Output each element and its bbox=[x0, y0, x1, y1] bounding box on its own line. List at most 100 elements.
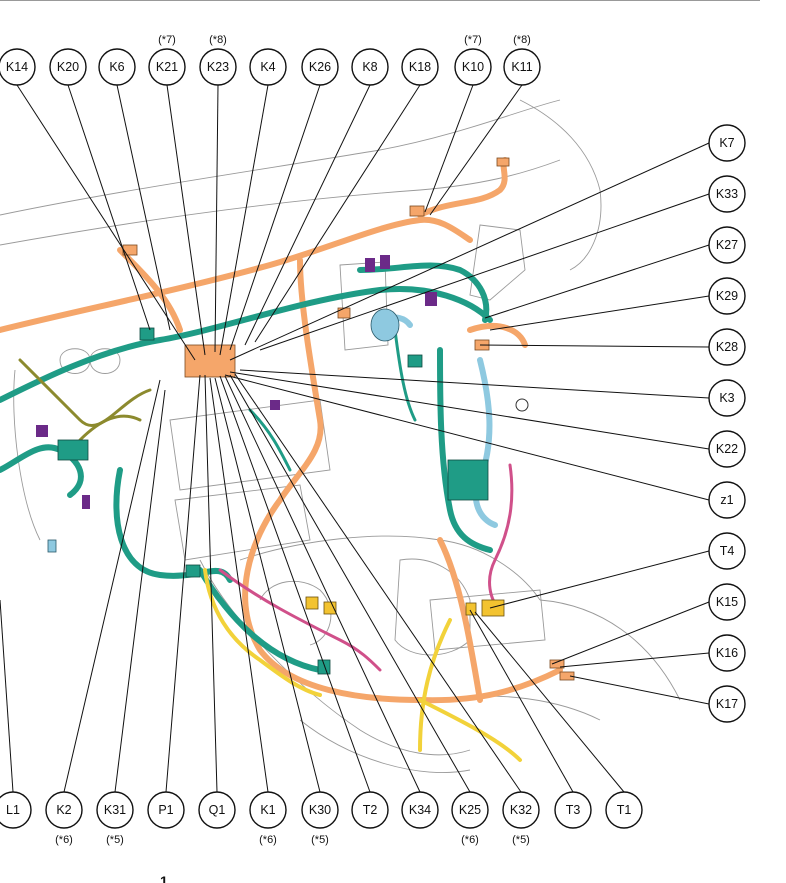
callout-label: K4 bbox=[260, 60, 275, 74]
callout-circle bbox=[148, 48, 186, 86]
callout-label: K7 bbox=[719, 136, 734, 150]
callout-k17: K17 bbox=[708, 685, 746, 723]
leader-line-k23 bbox=[214, 84, 219, 353]
leader-line-k21 bbox=[166, 84, 206, 356]
leader-line-k8 bbox=[244, 84, 371, 346]
callout-circle bbox=[708, 583, 746, 621]
callout-label: K23 bbox=[207, 60, 229, 74]
leader-line-k25 bbox=[229, 374, 471, 793]
callout-label: K32 bbox=[510, 803, 532, 817]
callout-label: K2 bbox=[56, 803, 71, 817]
leader-line-k26 bbox=[229, 84, 321, 351]
callout-k7: K7 bbox=[708, 124, 746, 162]
callout-label: z1 bbox=[720, 493, 733, 507]
callout-circle bbox=[708, 226, 746, 264]
leader-line-k27 bbox=[484, 244, 710, 319]
callout-label: K18 bbox=[409, 60, 431, 74]
leader-line-k17 bbox=[569, 675, 710, 705]
callout-label: K33 bbox=[716, 187, 738, 201]
harness-orange bbox=[0, 157, 563, 704]
callout-label: K31 bbox=[104, 803, 126, 817]
callout-k23: K23 (*8) bbox=[199, 34, 237, 86]
callout-k30: K30(*5) bbox=[301, 791, 339, 846]
callout-k10: K10(*7) bbox=[454, 34, 492, 86]
callout-label: K27 bbox=[716, 238, 738, 252]
leader-line-k4 bbox=[219, 84, 269, 356]
callout-note: (*5) bbox=[106, 834, 124, 846]
callout-label: T1 bbox=[617, 803, 632, 817]
harness-magenta bbox=[218, 463, 514, 672]
callout-circle bbox=[708, 379, 746, 417]
callout-circle bbox=[502, 791, 540, 829]
leader-line-k2 bbox=[63, 379, 161, 793]
callout-k4: K4 bbox=[249, 48, 287, 86]
callout-k21: K21(*7) bbox=[148, 34, 186, 86]
callout-circle bbox=[351, 791, 389, 829]
callout-circle bbox=[98, 48, 136, 86]
callout-k25: K25(*6) bbox=[451, 791, 489, 846]
callout-k14: K14 bbox=[0, 48, 36, 86]
callout-note: (*5) bbox=[311, 834, 329, 846]
leader-line-k29 bbox=[489, 295, 710, 331]
callout-k31: K31 (*5) bbox=[96, 791, 134, 846]
callout-k16: K16 bbox=[708, 634, 746, 672]
leader-line-z1 bbox=[224, 374, 710, 501]
callout-label: K20 bbox=[57, 60, 79, 74]
callout-t4: T4 bbox=[708, 532, 746, 570]
callout-label: K6 bbox=[109, 60, 124, 74]
callout-label: K10 bbox=[462, 60, 484, 74]
harness-olive bbox=[18, 358, 152, 442]
harness-yellow bbox=[203, 568, 522, 762]
callout-k26: K26 bbox=[301, 48, 339, 86]
leader-line-k28 bbox=[479, 344, 710, 348]
callout-circle bbox=[605, 791, 643, 829]
callout-k27: K27 bbox=[708, 226, 746, 264]
callout-note: (*6) bbox=[55, 834, 73, 846]
leader-line-k1 bbox=[209, 377, 269, 793]
leader-line-t1 bbox=[474, 611, 625, 793]
callout-circle bbox=[249, 791, 287, 829]
leader-line-k15 bbox=[551, 601, 710, 665]
callout-circle bbox=[708, 532, 746, 570]
callout-label: K3 bbox=[719, 391, 734, 405]
callout-label: T2 bbox=[363, 803, 378, 817]
callout-t3: T3 bbox=[554, 791, 592, 829]
leader-line-t3 bbox=[469, 609, 574, 793]
callout-q1: Q1 bbox=[198, 791, 236, 829]
callout-circle bbox=[301, 791, 339, 829]
callout-circle bbox=[708, 685, 746, 723]
callout-note: (*8) bbox=[209, 34, 227, 46]
leader-line-k30 bbox=[214, 377, 321, 793]
callout-k29: K29 bbox=[708, 277, 746, 315]
callout-circle bbox=[249, 48, 287, 86]
leader-line-k10 bbox=[424, 84, 474, 213]
callout-k3: K3 bbox=[708, 379, 746, 417]
callout-label: K22 bbox=[716, 442, 738, 456]
callout-label: P1 bbox=[158, 803, 173, 817]
callout-label: K15 bbox=[716, 595, 738, 609]
callout-circle bbox=[198, 791, 236, 829]
callout-circle bbox=[49, 48, 87, 86]
callout-circle bbox=[503, 48, 541, 86]
callout-k28: K28 bbox=[708, 328, 746, 366]
callout-circle bbox=[401, 48, 439, 86]
callout-label: K25 bbox=[459, 803, 481, 817]
callout-circle bbox=[0, 791, 32, 829]
callout-label: K28 bbox=[716, 340, 738, 354]
callout-leader-lines bbox=[0, 84, 710, 793]
callout-note: (*5) bbox=[512, 834, 530, 846]
callout-circle bbox=[0, 48, 36, 86]
callout-t2: T2 bbox=[351, 791, 389, 829]
callout-circle bbox=[45, 791, 83, 829]
leader-line-k11 bbox=[429, 84, 523, 216]
leader-line-t4 bbox=[489, 550, 710, 609]
callout-label: K29 bbox=[716, 289, 738, 303]
leader-line-k20 bbox=[67, 84, 151, 331]
callout-label: K21 bbox=[156, 60, 178, 74]
page-marker: 1 bbox=[160, 873, 168, 883]
leader-line-k14 bbox=[16, 84, 196, 361]
leader-line-k16 bbox=[559, 652, 710, 668]
callout-label: K1 bbox=[260, 803, 275, 817]
callout-l1: L1 bbox=[0, 791, 32, 829]
leader-line-k33 bbox=[259, 193, 710, 351]
